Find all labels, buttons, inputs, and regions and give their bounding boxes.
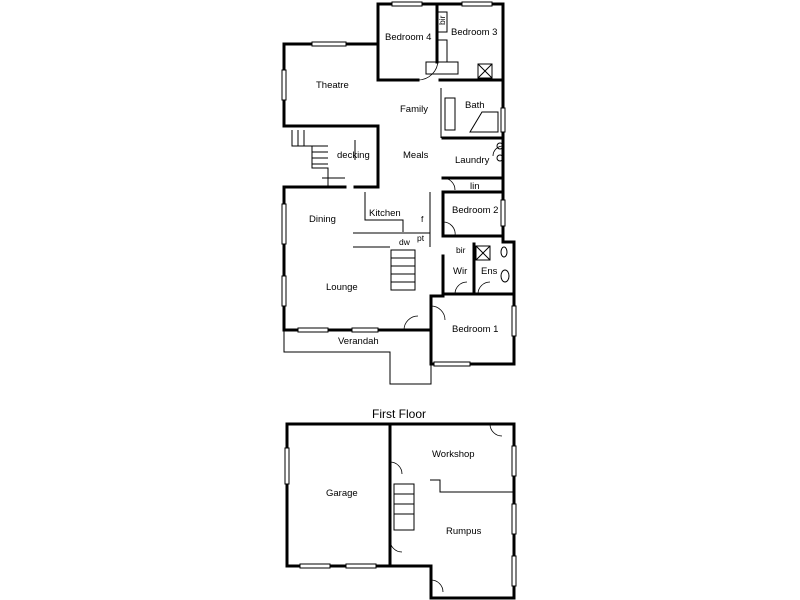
room-label-rumpus: Rumpus <box>446 526 482 537</box>
room-label-fridge: f <box>421 214 424 224</box>
ground-floor-labels: Bedroom 4 Bedroom 3 bir Theatre Family B… <box>309 15 498 347</box>
room-label-workshop: Workshop <box>432 449 475 460</box>
room-label-kitchen: Kitchen <box>369 208 401 219</box>
room-label-lounge: Lounge <box>326 282 358 293</box>
room-label-lin: lin <box>470 181 480 192</box>
room-label-wir: Wir <box>453 266 467 277</box>
room-label-family: Family <box>400 104 428 115</box>
ground-floor-walls <box>281 1 517 385</box>
room-label-garage: Garage <box>326 488 358 499</box>
room-label-bedroom4: Bedroom 4 <box>385 32 431 43</box>
room-label-dining: Dining <box>309 214 336 225</box>
room-label-bir-vertical: bir <box>437 15 447 25</box>
room-label-bedroom2: Bedroom 2 <box>452 205 498 216</box>
first-floor-labels: First Floor Workshop Garage Rumpus <box>326 407 482 537</box>
room-label-verandah: Verandah <box>338 336 379 347</box>
room-label-decking: decking <box>337 150 370 161</box>
room-label-dishwasher: dw <box>399 237 411 247</box>
room-label-theatre: Theatre <box>316 80 349 91</box>
first-floor-heading: First Floor <box>372 407 426 421</box>
room-label-bir: bir <box>456 245 466 255</box>
first-floor-walls <box>284 422 517 600</box>
room-label-bedroom1: Bedroom 1 <box>452 324 498 335</box>
room-label-laundry: Laundry <box>455 155 490 166</box>
room-label-bedroom3: Bedroom 3 <box>451 27 497 38</box>
room-label-bath: Bath <box>465 100 485 111</box>
room-label-ens: Ens <box>481 266 498 277</box>
room-label-meals: Meals <box>403 150 429 161</box>
room-label-pantry: pt <box>417 233 425 243</box>
